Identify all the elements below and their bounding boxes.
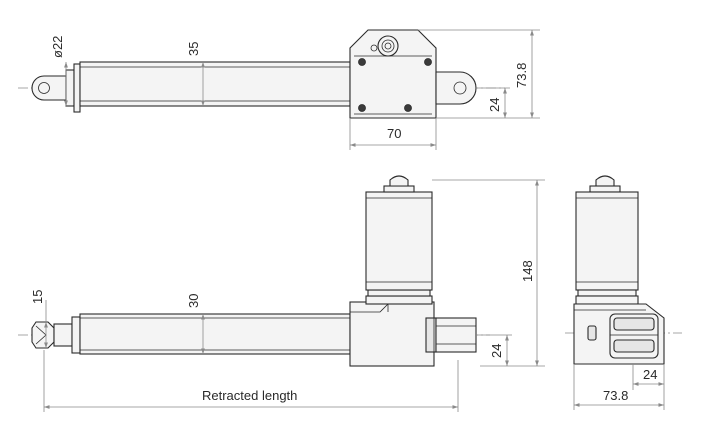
dim-rod-diameter: ø22: [50, 36, 65, 58]
side-motor: [365, 175, 433, 305]
dim-end-width: 73.8: [603, 388, 628, 403]
dim-clevis-offset-side: 24: [489, 344, 504, 358]
top-view: ø22 35 73.8 24 70: [18, 29, 540, 150]
dim-total-height: 73.8: [514, 63, 529, 88]
side-rod-tip: [31, 316, 81, 354]
dim-clevis-offset: 24: [487, 98, 502, 112]
top-rear-clevis: [435, 71, 477, 105]
end-clevis: [609, 313, 659, 359]
end-view: 24 73.8: [565, 175, 682, 410]
dim-retracted-length: Retracted length: [202, 388, 297, 403]
side-outer-tube: [79, 313, 351, 355]
side-rear-clevis: [435, 317, 477, 353]
screw-icon: [424, 58, 432, 66]
dim-tube-height-side: 30: [186, 294, 201, 308]
top-dimensions: ø22 35 73.8 24 70: [50, 29, 540, 150]
side-view: 15 30 148 24 Retracted length: [18, 175, 545, 412]
dim-gearbox-width: 70: [387, 126, 401, 141]
side-dimensions: 15 30 148 24 Retracted length: [30, 179, 545, 412]
screw-icon: [358, 104, 366, 112]
end-dimensions: 24 73.8: [573, 364, 665, 410]
screw-icon: [358, 58, 366, 66]
dim-end-offset: 24: [643, 367, 657, 382]
top-gearbox: [349, 29, 437, 119]
top-outer-tube: [79, 61, 351, 107]
end-motor: [575, 175, 639, 305]
side-gearbox: [349, 301, 437, 367]
dim-motor-height: 148: [520, 260, 535, 282]
screw-icon: [404, 104, 412, 112]
dim-tip: 15: [30, 290, 45, 304]
top-rod-end: [31, 63, 81, 113]
dim-tube-height: 35: [186, 42, 201, 56]
